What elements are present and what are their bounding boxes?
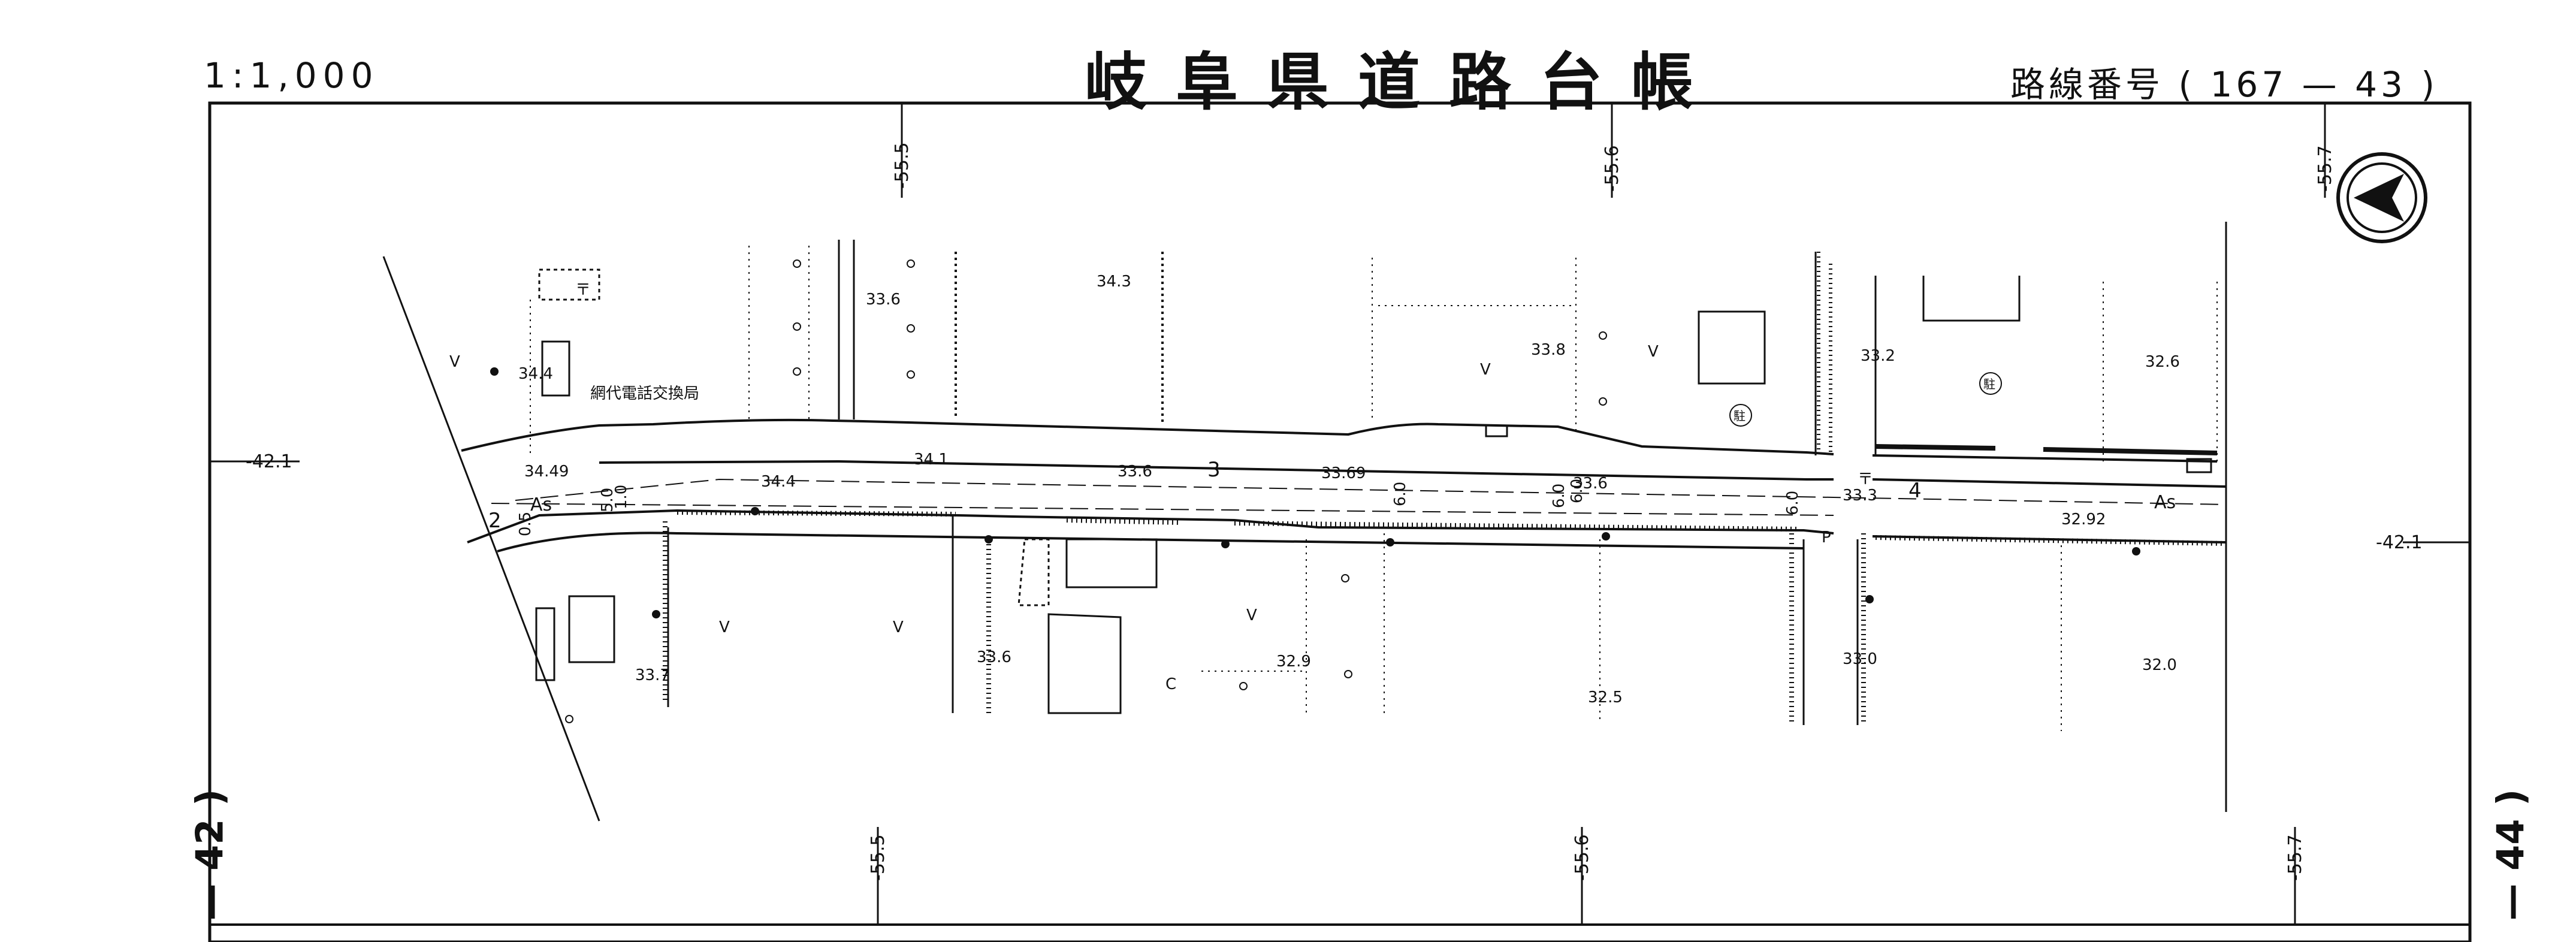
- map-symbol-4: V: [1480, 361, 1491, 379]
- elevation-label-19: 33.0: [1843, 650, 1877, 668]
- road-edges: [461, 418, 2227, 552]
- width-mark-2: 6.0: [1550, 484, 1568, 508]
- elevation-label-12: 33.3: [1843, 487, 1877, 505]
- width-mark-6: 1.0: [612, 485, 630, 509]
- grid-label-bottom-1: -55.5: [868, 834, 889, 881]
- elevation-label-18: 32.5: [1588, 689, 1623, 707]
- elevation-label-13: 32.6: [2145, 353, 2180, 371]
- grid-label-top-2: -55.6: [1602, 145, 1623, 192]
- elevation-label-7: 33.6: [1118, 463, 1152, 481]
- grid-label-top-3: -55.7: [2315, 145, 2336, 192]
- route-number-label: 路線番号: [2010, 64, 2164, 105]
- map-scale: 1:1,000: [204, 55, 379, 96]
- width-mark-4: 6.0: [1568, 479, 1586, 503]
- elevation-label-10: 33.6: [1573, 475, 1608, 493]
- elevation-label-6: 34.1: [914, 451, 949, 469]
- elevation-label-8: 33.69: [1321, 464, 1366, 482]
- grid-label-bottom-3: -55.7: [2285, 834, 2306, 881]
- grid-label-left-y: -42.1: [246, 451, 292, 472]
- elevation-label-11: 33.2: [1861, 347, 1895, 365]
- map-symbol-8: V: [1246, 606, 1257, 624]
- map-symbol-1: 〒: [575, 281, 591, 299]
- elevation-label-9: 33.8: [1531, 341, 1566, 359]
- parking-label-1: 駐: [1734, 409, 1745, 423]
- station-marker-2: 2: [488, 509, 502, 533]
- grid-label-right-y: -42.1: [2376, 532, 2423, 553]
- elevation-label-15: 33.7: [635, 666, 670, 684]
- station-marker-4: 4: [1908, 479, 1922, 503]
- facility-label: 網代電話交換局: [590, 385, 699, 403]
- elevation-label-3: 34.4: [518, 365, 553, 383]
- elevation-label-17: 32.9: [1276, 653, 1311, 671]
- map-symbol-3: V: [449, 353, 460, 371]
- map-symbol-5: V: [1648, 343, 1659, 361]
- station-marker-3: 3: [1207, 458, 1221, 482]
- elevation-label-2: 33.6: [866, 291, 901, 309]
- elevation-label-20: 32.0: [2142, 656, 2177, 674]
- width-mark-5: 5.0: [599, 488, 617, 512]
- map-symbol-6: V: [719, 618, 730, 636]
- sheet-title: 岐阜県道路台帳: [1085, 45, 1723, 119]
- north-arrow-icon: [2336, 152, 2427, 243]
- route-number-block: 路線番号 ( 167 — 43 ): [2010, 56, 2438, 107]
- elevation-label-16: 33.6: [977, 648, 1011, 666]
- grid-label-bottom-2: -55.6: [1572, 834, 1593, 881]
- elevation-label-1: 34.3: [1097, 273, 1131, 291]
- parking-label-2: 駐: [1983, 377, 1995, 391]
- map-symbol-2: 〒: [1858, 470, 1873, 488]
- map-frame: [208, 101, 2472, 942]
- elevation-label-4: 34.49: [524, 463, 569, 481]
- map-symbol-9: C: [1165, 675, 1176, 693]
- grid-label-top-1: -55.5: [892, 142, 913, 189]
- parking-icon-2: 駐: [1979, 372, 2002, 395]
- elevation-labels: 34.3 33.6 34.4 34.49 34.4 34.1 33.6 33.6…: [518, 273, 2180, 707]
- width-mark-3: 6.0: [1784, 491, 1802, 515]
- route-number-value: 167 — 43: [2210, 64, 2406, 105]
- building-phone-exchange: [541, 340, 570, 397]
- width-mark-1: 6.0: [1391, 482, 1409, 506]
- elevation-label-5: 34.4: [761, 473, 796, 491]
- pavement-label-left: As: [530, 494, 552, 515]
- left-boundary-line: [382, 256, 600, 822]
- elevation-label-14: 32.92: [2061, 511, 2106, 529]
- route-close-paren: ): [2421, 64, 2438, 105]
- width-mark-7: 0.5: [517, 512, 534, 536]
- pavement-label-right: As: [2154, 492, 2176, 513]
- parking-icon-1: 駐: [1729, 404, 1752, 427]
- route-open-paren: (: [2178, 64, 2196, 105]
- map-symbol-7: V: [893, 618, 904, 636]
- map-symbol-10: P: [1822, 529, 1831, 547]
